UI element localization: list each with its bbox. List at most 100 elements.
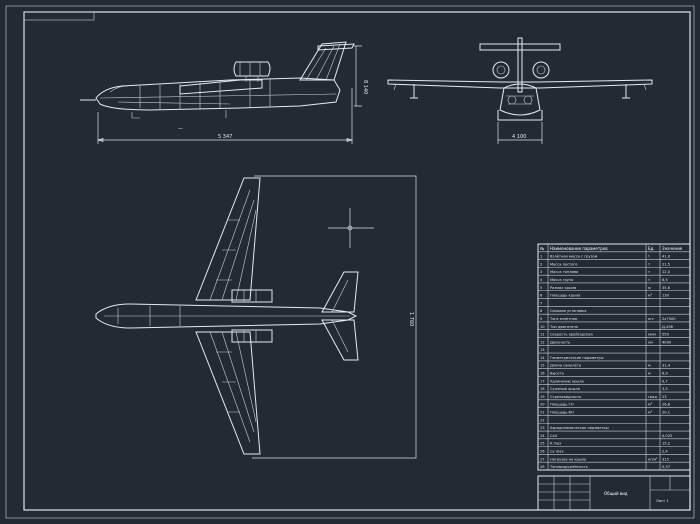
table-cell: Скорость крейсерская: [550, 333, 593, 337]
table-cell: Геометрические параметры: [550, 356, 604, 360]
table-cell: 0,37: [662, 465, 670, 469]
table-cell: 14: [540, 356, 545, 360]
table-cell: 24: [540, 434, 545, 438]
table-header-cell: Наименование параметров: [550, 246, 608, 251]
table-cell: 25: [540, 442, 545, 446]
table-cell: 6: [540, 294, 543, 298]
table-cell: 1: [540, 255, 542, 259]
table-cell: 18: [540, 387, 545, 391]
side-view-length-label: 5 347: [218, 134, 232, 140]
table-cell: 2: [540, 262, 542, 266]
table-cell: 12,0: [662, 270, 671, 274]
table-cell: кгс: [648, 317, 654, 321]
table-cell: 2x7500: [662, 317, 676, 321]
table-cell: 31,4: [662, 364, 671, 368]
table-cell: м²: [648, 403, 653, 407]
table-cell: Силовая установка: [550, 309, 586, 313]
table-cell: Дальность: [550, 340, 570, 344]
table-cell: 17: [540, 379, 545, 383]
table-cell: т: [648, 262, 650, 266]
table-cell: 19: [540, 395, 545, 399]
table-cell: Нагрузка на крыло: [550, 457, 586, 461]
table-cell: Площадь ГО: [550, 403, 574, 407]
outer-frame: [5, 5, 695, 519]
table-cell: т: [648, 255, 650, 259]
table-header-cell: Ед.: [648, 246, 655, 251]
table-cell: Аэродинамические параметры: [550, 426, 609, 430]
table-cell: 550: [662, 333, 670, 337]
side-view: 5 347 8 140 —: [80, 41, 368, 144]
table-cell: Площадь ВО: [550, 411, 574, 415]
table-cell: м: [648, 286, 651, 290]
top-left-stamp: [23, 11, 95, 21]
table-cell: 3: [540, 270, 542, 274]
plan-view: 1 760: [95, 175, 417, 459]
table-cell: 5: [540, 286, 542, 290]
table-cell: Масса пустого: [550, 262, 577, 266]
table-cell: м²: [648, 411, 653, 415]
table-cell: 23: [662, 395, 667, 399]
table-cell: 130: [662, 294, 670, 298]
title-block-name: Общий вид: [604, 491, 628, 496]
table-cell: K max: [550, 442, 562, 446]
table-cell: Масса груза: [550, 278, 573, 282]
table-cell: Удлинение крыла: [550, 379, 584, 383]
table-cell: 13: [540, 348, 545, 352]
table-cell: 9,7: [662, 379, 668, 383]
table-cell: 12: [540, 340, 545, 344]
table-cell: 27: [540, 457, 545, 461]
table-cell: 35,6: [662, 286, 671, 290]
table-cell: Cx0: [550, 434, 558, 438]
side-view-mid-label: —: [178, 126, 183, 132]
table-header-cell: Значение: [662, 246, 683, 251]
table-cell: Высота: [550, 372, 564, 376]
title-block: Общий вид Лист 1: [537, 475, 691, 511]
table-cell: 11: [540, 333, 545, 337]
table-cell: Размах крыла: [550, 286, 576, 290]
table-cell: 21,5: [662, 262, 670, 266]
table-cell: 7: [540, 301, 542, 305]
table-cell: 41,0: [662, 255, 671, 259]
table-cell: 15: [540, 364, 545, 368]
table-cell: 26: [540, 449, 545, 453]
table-cell: Тяговооружённость: [549, 465, 588, 469]
table-cell: Тяга взлётная: [549, 317, 577, 321]
table-cell: Взлётная масса с грузом: [550, 255, 598, 259]
table-cell: град: [648, 395, 657, 399]
table-cell: 8: [540, 309, 543, 313]
table-cell: Площадь крыла: [550, 294, 580, 298]
table-cell: Тип двигателя: [549, 325, 578, 329]
table-cell: 9: [540, 317, 543, 321]
table-cell: 23: [540, 426, 545, 430]
table-cell: 3,5: [662, 387, 668, 391]
front-view: 4 100: [387, 37, 653, 144]
table-header-cell: №: [540, 246, 544, 251]
table-cell: 0,025: [662, 434, 672, 438]
table-cell: Cy max: [550, 449, 564, 453]
table-cell: Д-436: [662, 325, 674, 329]
table-cell: км: [648, 340, 653, 344]
title-block-sheet: Лист 1: [656, 499, 669, 503]
table-cell: 8,9: [662, 372, 668, 376]
table-cell: 315: [662, 457, 669, 461]
table-cell: Масса топлива: [550, 270, 578, 274]
table-cell: 10: [540, 325, 545, 329]
table-cell: 6,5: [662, 278, 668, 282]
table-cell: т: [648, 270, 650, 274]
table-cell: 20,1: [662, 411, 670, 415]
front-view-width-label: 4 100: [512, 134, 526, 140]
table-cell: км/ч: [648, 333, 656, 337]
table-cell: 4000: [662, 340, 672, 344]
side-view-height-label: 8 140: [362, 80, 368, 94]
plan-view-dimension-label: 1 760: [408, 312, 414, 326]
table-cell: м: [648, 364, 651, 368]
table-cell: 15,2: [662, 442, 670, 446]
table-cell: 16: [540, 372, 545, 376]
table-cell: 21: [540, 411, 545, 415]
table-cell: 22: [540, 418, 545, 422]
table-cell: 4: [540, 278, 543, 282]
table-cell: Стреловидность: [550, 395, 581, 399]
table-cell: 2,4: [662, 449, 668, 453]
table-cell: м: [648, 372, 651, 376]
